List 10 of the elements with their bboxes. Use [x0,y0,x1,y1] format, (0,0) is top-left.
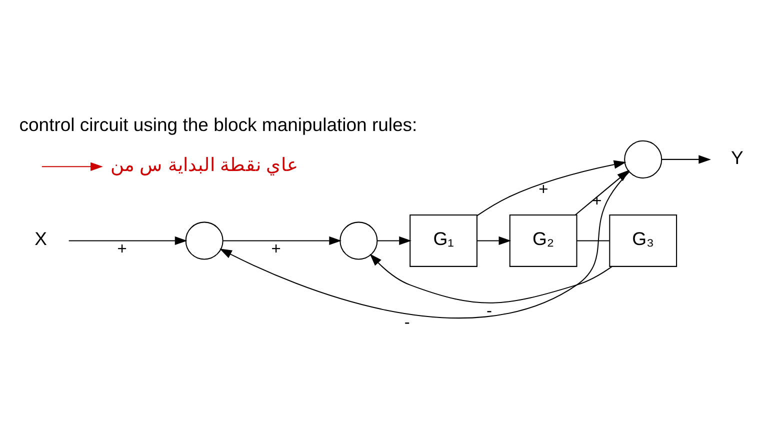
diagram-title: control circuit using the block manipulation rules: [19,114,418,135]
edge-label: + [538,180,548,198]
node-text: عاي نقطة البداية س من [110,154,298,175]
edge-label: + [117,239,127,258]
edge-label: + [592,191,602,210]
edge-label: + [271,239,281,258]
node-text: Y [731,146,744,168]
edge-label: - [486,302,492,320]
node-text: X [34,228,47,249]
edge-label: - [404,313,410,332]
